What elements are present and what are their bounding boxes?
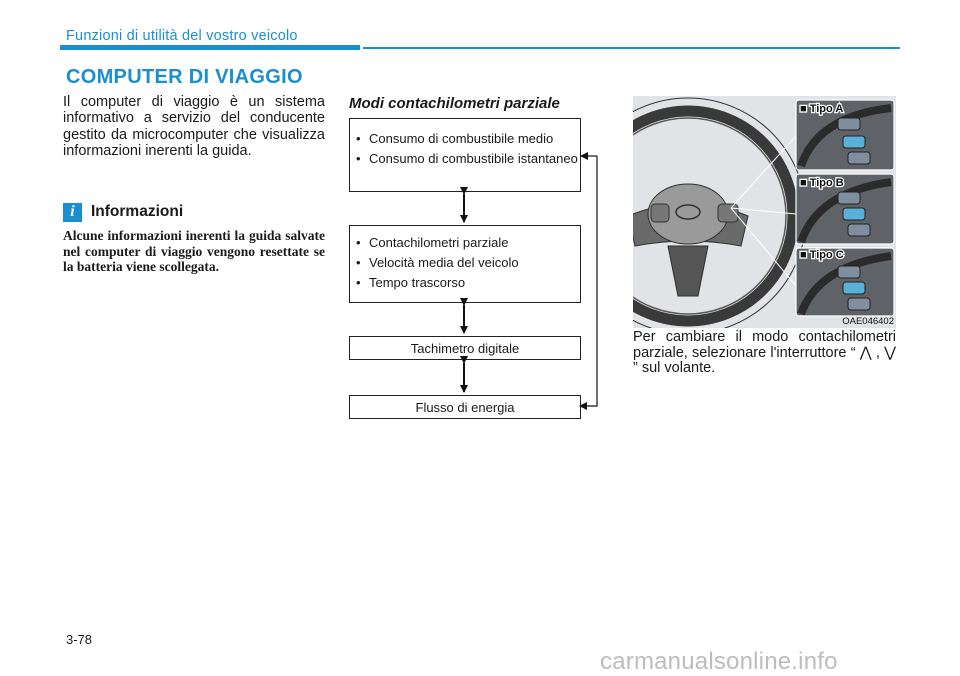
mode-item: Contachilometri parziale [350, 235, 580, 250]
mode-item: Velocità media del veicolo [350, 255, 580, 270]
info-title: Informazioni [91, 203, 184, 220]
mode-box-trip: Contachilometri parziale Velocità media … [349, 225, 581, 303]
info-text: Alcune informazioni inerenti la guida sa… [63, 228, 325, 274]
info-icon: i [63, 202, 82, 222]
mode-item: Consumo di combustibile medio [350, 131, 580, 146]
mode-box-fuel: Consumo di combustibile medio Consumo di… [349, 118, 581, 192]
modes-title: Modi contachilometri parziale [349, 95, 560, 112]
switch-panel-type-c [795, 247, 895, 317]
header-rule-thick [60, 45, 360, 50]
header-rule-thin [363, 47, 900, 49]
intro-paragraph: Il computer di viaggio è un sistema info… [63, 94, 325, 159]
page-number: 3-78 [66, 632, 93, 647]
mode-box-label: Tachimetro digitale [410, 340, 520, 356]
type-b-label: ■ Tipo B [800, 177, 844, 189]
steering-wheel-icon [569, 97, 807, 335]
page-heading: COMPUTER DI VIAGGIO [66, 66, 303, 88]
caption: Per cambiare il modo contachilometri par… [633, 329, 896, 376]
mode-box-energy: Flusso di energia [349, 395, 581, 419]
mode-item: Tempo trascorso [350, 275, 580, 290]
steering-wheel-drawing: ■ Tipo A ■ Tipo B ■ Tipo C OAE046402 [569, 97, 895, 335]
mode-item: Consumo di combustibile istantaneo [350, 151, 580, 166]
switch-panel-type-a [795, 99, 895, 171]
mode-arrows [460, 152, 598, 410]
watermark: carmanualsonline.info [600, 648, 838, 675]
switch-panel-type-b [795, 173, 895, 245]
section-title: Funzioni di utilità del vostro veicolo [66, 28, 298, 44]
type-a-label: ■ Tipo A [800, 103, 843, 115]
type-c-label: ■ Tipo C [800, 249, 844, 261]
steering-wheel-illustration: ■ Tipo A ■ Tipo B ■ Tipo C OAE046402 [569, 96, 896, 335]
loop-arrow-bottom [579, 156, 598, 410]
image-code: OAE046402 [842, 316, 894, 327]
mode-box-label: Flusso di energia [415, 399, 515, 415]
info-header: i Informazioni [63, 202, 183, 222]
